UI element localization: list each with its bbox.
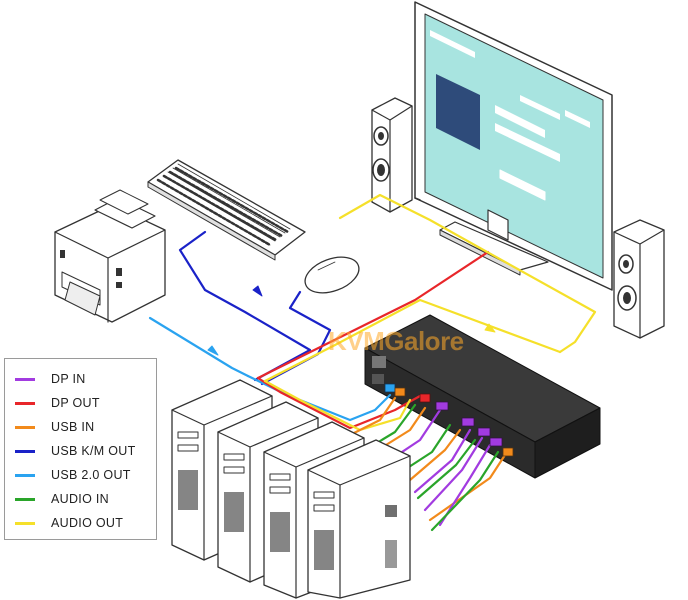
left-speaker <box>371 97 413 213</box>
legend-label: USB 2.0 OUT <box>51 468 131 482</box>
legend-label: DP OUT <box>51 396 100 410</box>
legend-swatch <box>15 425 35 429</box>
legend-swatch <box>15 401 35 405</box>
legend-swatch <box>15 377 35 381</box>
connectors <box>384 383 514 457</box>
legend-label: AUDIO IN <box>51 492 109 506</box>
legend-item-dp-out: DP OUT <box>15 393 100 413</box>
legend-item-dp-in: DP IN <box>15 369 86 389</box>
screen-image-block <box>436 74 480 150</box>
legend-item-usb-km-out: USB K/M OUT <box>15 441 136 461</box>
keyboard <box>147 159 306 261</box>
monitor-screen <box>424 13 604 279</box>
printer <box>54 189 166 323</box>
pc-tower-4 <box>307 439 411 599</box>
monitor <box>414 1 613 291</box>
legend-swatch <box>15 473 35 477</box>
legend-label: DP IN <box>51 372 86 386</box>
legend-item-audio-in: AUDIO IN <box>15 489 109 509</box>
right-speaker <box>613 219 665 339</box>
legend-swatch <box>15 449 35 453</box>
legend-swatch <box>15 521 35 525</box>
kvmgalore-watermark: KVMGalore <box>328 326 464 356</box>
legend-label: USB K/M OUT <box>51 444 136 458</box>
cable-legend: DP IN DP OUT USB IN USB K/M OUT USB 2.0 … <box>4 358 157 540</box>
legend-item-usb2-out: USB 2.0 OUT <box>15 465 131 485</box>
legend-label: AUDIO OUT <box>51 516 124 530</box>
cables <box>148 193 597 532</box>
legend-item-usb-in: USB IN <box>15 417 94 437</box>
legend-swatch <box>15 497 35 501</box>
mouse <box>304 256 360 294</box>
legend-label: USB IN <box>51 420 95 434</box>
legend-item-audio-out: AUDIO OUT <box>15 513 123 533</box>
